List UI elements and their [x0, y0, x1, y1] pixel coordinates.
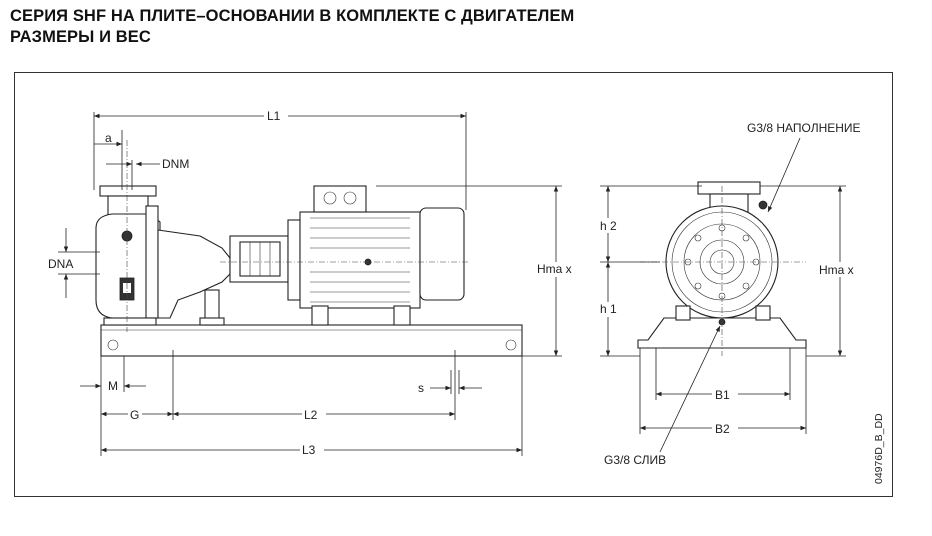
- page-title: СЕРИЯ SHF НА ПЛИТЕ–ОСНОВАНИИ В КОМПЛЕКТЕ…: [10, 6, 574, 48]
- drain-port-label: G3/8 СЛИВ: [604, 453, 666, 467]
- dim-Hmax-front: Hma x: [819, 263, 854, 277]
- dim-h2: h 2: [600, 219, 617, 233]
- dim-s: s: [418, 381, 424, 395]
- pump-casing: [95, 140, 161, 332]
- dim-B2: B2: [715, 422, 730, 436]
- dim-M: M: [108, 379, 118, 393]
- drawing-code: 04976D_B_DD: [873, 413, 885, 484]
- dim-a: a: [105, 131, 112, 145]
- dim-L2: L2: [304, 408, 318, 422]
- dim-B1: B1: [715, 388, 730, 402]
- dim-DNM: DNM: [162, 157, 189, 171]
- dim-DNA: DNA: [48, 257, 73, 271]
- title-line-2: РАЗМЕРЫ И ВЕС: [10, 28, 151, 46]
- coupling: [229, 219, 301, 301]
- fill-port-label: G3/8 НАПОЛНЕНИЕ: [747, 121, 861, 135]
- dim-G: G: [130, 408, 139, 422]
- side-view: L1 a DNM DNA Hma x M G: [48, 108, 576, 457]
- title-line-1: СЕРИЯ SHF НА ПЛИТЕ–ОСНОВАНИИ В КОМПЛЕКТЕ…: [10, 7, 575, 25]
- dim-L3: L3: [302, 443, 316, 457]
- front-view: h 2 h 1 Hma x G3/8 НАПОЛНЕНИЕ B1 B2 G3/8…: [598, 121, 862, 467]
- bearing-bracket: [157, 229, 231, 319]
- drawing-frame: [14, 72, 893, 497]
- base-plate: [100, 324, 523, 357]
- dim-Hmax-side: Hma x: [537, 262, 572, 276]
- dim-L1: L1: [267, 109, 281, 123]
- dim-h1: h 1: [600, 302, 617, 316]
- motor: [220, 185, 470, 326]
